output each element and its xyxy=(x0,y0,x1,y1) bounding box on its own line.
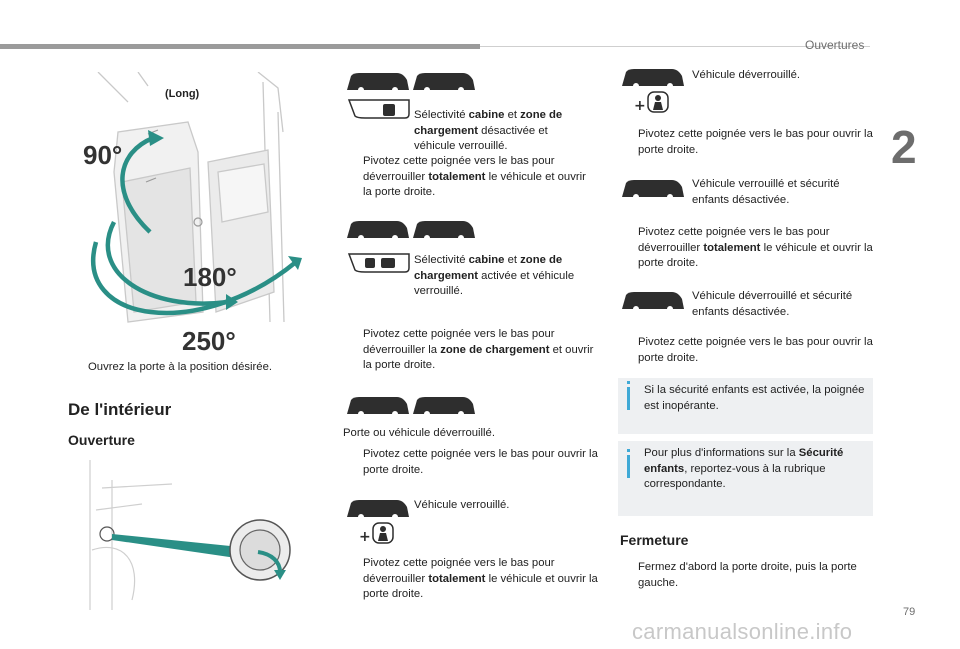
label-angle-250: 250° xyxy=(182,326,236,356)
caption-locked-child-off: Véhicule verrouillé et sécurité enfants … xyxy=(692,178,840,206)
bullet-unlock-total-3: Pivotez cette poignée vers le bas pour d… xyxy=(638,226,873,269)
caption-selectivity-on: Sélectivité cabine et zone de chargement… xyxy=(414,254,575,297)
vehicle-card-6 xyxy=(620,177,690,201)
info-note-more: Pour plus d'informations sur la Sécurité… xyxy=(618,441,873,516)
svg-text:+: + xyxy=(359,529,371,545)
caption-unlocked-child-off: Véhicule déverrouillé et sécurité enfant… xyxy=(692,290,853,318)
vehicle-card-5: + xyxy=(620,66,690,116)
section-title: Ouvertures xyxy=(805,38,865,52)
info-note-child-safety: Si la sécurité enfants est activée, la p… xyxy=(618,378,873,434)
bullet-open-door: Ouvrez la porte à la position désirée. xyxy=(88,361,272,373)
header-bar xyxy=(0,44,480,49)
bullet-unlock-cargo: Pivotez cette poignée vers le bas pour d… xyxy=(363,328,594,371)
vehicle-card-7 xyxy=(620,289,690,313)
bullet-open-right-3: Pivotez cette poignée vers le bas pour o… xyxy=(638,336,873,364)
vehicle-card-4: + xyxy=(345,497,415,547)
heading-opening: Ouverture xyxy=(68,432,135,448)
caption-vehicle-unlocked: Véhicule déverrouillé. xyxy=(692,69,801,81)
caption-unlocked: Porte ou véhicule déverrouillé. xyxy=(343,427,495,439)
watermark: carmanualsonline.info xyxy=(632,619,853,644)
bullet-unlock-total-1: Pivotez cette poignée vers le bas pour d… xyxy=(363,155,586,198)
bullet-open-right-1: Pivotez cette poignée vers le bas pour o… xyxy=(363,448,598,476)
info-icon xyxy=(627,449,630,452)
svg-text:+: + xyxy=(634,98,646,114)
heading-interior: De l'intérieur xyxy=(68,400,172,419)
info-bar xyxy=(627,455,630,478)
vehicle-card-1 xyxy=(345,70,475,140)
label-long: (Long) xyxy=(165,88,200,100)
info-icon xyxy=(627,381,630,384)
info-bar xyxy=(627,387,630,410)
header-rule xyxy=(480,46,870,47)
interior-handle-figure xyxy=(82,460,304,610)
caption-locked: Véhicule verrouillé. xyxy=(414,499,510,511)
page-number: 79 xyxy=(903,606,916,618)
door-angle-figure xyxy=(78,71,328,350)
heading-closing: Fermeture xyxy=(620,532,689,548)
label-angle-180: 180° xyxy=(183,262,237,292)
bullet-open-right-2: Pivotez cette poignée vers le bas pour o… xyxy=(638,128,873,156)
bullet-close-doors: Fermez d'abord la porte droite, puis la … xyxy=(638,561,857,589)
chapter-number: 2 xyxy=(891,121,917,173)
vehicle-card-2 xyxy=(345,218,475,288)
vehicle-card-3 xyxy=(345,394,475,418)
bullet-unlock-total-2: Pivotez cette poignée vers le bas pour d… xyxy=(363,557,598,600)
caption-selectivity-off: Sélectivité cabine et zone de chargement… xyxy=(414,109,563,152)
label-angle-90: 90° xyxy=(83,140,123,170)
